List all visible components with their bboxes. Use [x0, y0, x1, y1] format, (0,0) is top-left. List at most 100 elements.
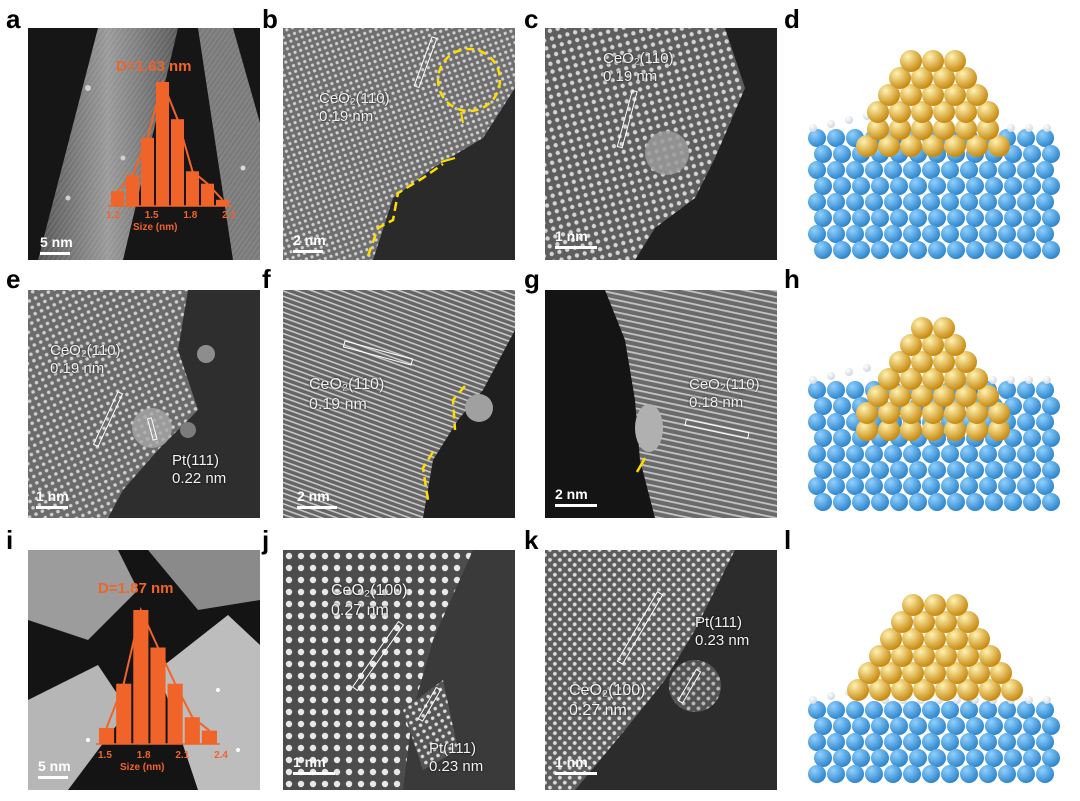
- pt-atom: [847, 679, 869, 701]
- pt-atom: [924, 594, 946, 616]
- ceo2-atom: [928, 493, 946, 511]
- panel-d-atomic-model: [803, 28, 1071, 260]
- ceo2-atom: [947, 749, 965, 767]
- pt-atom: [856, 402, 878, 424]
- ceo2-atom: [833, 241, 851, 259]
- panel-c-stem-image: CeO₂(110) 0.19 nm 1 nm: [545, 28, 777, 260]
- panel-a-histogram: [108, 78, 232, 207]
- panel-g-stem-image: CeO₂(110) 0.18 nm 2 nm: [545, 290, 777, 518]
- ceo2-atom: [1023, 177, 1041, 195]
- ceo2-atom: [979, 765, 997, 783]
- ceo2-atom: [833, 493, 851, 511]
- ceo2-atom: [814, 177, 832, 195]
- ceo2-atom: [827, 193, 845, 211]
- ceo2-atom: [1036, 733, 1054, 751]
- ceo2-atom: [814, 493, 832, 511]
- panel-i-scale-bar: [38, 776, 68, 779]
- ceo2-atom: [852, 461, 870, 479]
- ceo2-atom: [909, 461, 927, 479]
- histogram-bar: [184, 717, 200, 744]
- ceo2-atom: [846, 477, 864, 495]
- ceo2-atom: [871, 749, 889, 767]
- histogram-bar: [126, 175, 139, 206]
- pt-atom: [900, 402, 922, 424]
- pt-atom: [933, 67, 955, 89]
- panel-h-atomic-model: [803, 290, 1071, 518]
- pt-atom: [990, 662, 1012, 684]
- ceo2-atom: [865, 445, 883, 463]
- histogram-bar: [150, 647, 166, 744]
- ceo2-atom: [1023, 145, 1041, 163]
- panel-label-g: g: [524, 264, 540, 294]
- ceo2-atom: [871, 241, 889, 259]
- ceo2-atom: [909, 241, 927, 259]
- ceo2-atom: [846, 765, 864, 783]
- ceo2-atom: [960, 477, 978, 495]
- distribution-fit-line: [116, 78, 224, 201]
- ceo2-atom: [814, 429, 832, 447]
- panel-i-hist-xlabel: Size (nm): [120, 762, 165, 773]
- panel-a-hist-xlabel: Size (nm): [133, 222, 178, 233]
- pt-atom: [869, 645, 891, 667]
- pt-atom: [878, 402, 900, 424]
- ceo2-atom: [960, 765, 978, 783]
- ceo2-atom: [1004, 209, 1022, 227]
- pt-atom: [902, 628, 924, 650]
- histogram-bar: [156, 82, 169, 206]
- pt-atom: [880, 662, 902, 684]
- pt-atom: [878, 419, 900, 441]
- ceo2-atom: [922, 225, 940, 243]
- ceo2-atom: [1023, 241, 1041, 259]
- pt-atom: [867, 118, 889, 140]
- panel-label-i: i: [6, 525, 14, 555]
- pt-atom: [878, 135, 900, 157]
- panel-e-scale-bar: [36, 506, 68, 509]
- ceo2-atom: [808, 701, 826, 719]
- ceo2-atom: [884, 477, 902, 495]
- ceo2-atom: [865, 477, 883, 495]
- ceo2-atom: [1036, 225, 1054, 243]
- panel-i-stem-image: D=1.87 nm 1.5 1.8 2.1 2.4 Size (nm) 5 nm: [28, 550, 260, 790]
- oxygen-atom: [1043, 376, 1051, 384]
- ceo2-atom: [808, 445, 826, 463]
- ceo2-atom: [1023, 209, 1041, 227]
- pt-atom: [968, 628, 990, 650]
- pt-atom: [944, 50, 966, 72]
- oxygen-atom: [827, 120, 835, 128]
- pt-atom: [891, 645, 913, 667]
- ceo2-atom: [928, 461, 946, 479]
- pt-atom: [911, 118, 933, 140]
- ceo2-atom: [865, 765, 883, 783]
- panel-k-stem-image: Pt(111) 0.23 nm CeO₂(100) 0.27 nm 1 nm: [545, 550, 777, 790]
- ceo2-atom: [909, 717, 927, 735]
- pt-atom: [913, 645, 935, 667]
- ceo2-atom: [808, 193, 826, 211]
- pt-atom: [955, 101, 977, 123]
- tick-label: 2.4: [214, 750, 228, 761]
- panel-k-pt-lattice-label: Pt(111): [695, 614, 742, 631]
- pt-atom: [977, 101, 999, 123]
- ceo2-atom: [903, 477, 921, 495]
- ceo2-atom: [1023, 461, 1041, 479]
- ceo2-atom: [1017, 381, 1035, 399]
- oxygen-atom: [809, 376, 817, 384]
- pt-atom: [891, 611, 913, 633]
- ceo2-atom: [922, 701, 940, 719]
- histogram-bar: [167, 683, 183, 744]
- pt-atom: [880, 628, 902, 650]
- oxygen-atom: [1025, 696, 1033, 704]
- oxygen-atom: [827, 692, 835, 700]
- ceo2-atom: [903, 193, 921, 211]
- oxygen-atom: [953, 696, 961, 704]
- ceo2-atom: [960, 161, 978, 179]
- tick-label: 2.1: [222, 210, 236, 221]
- oxygen-atom: [809, 696, 817, 704]
- panel-k-pt-spacing-label: 0.23 nm: [695, 632, 750, 649]
- pt-atom: [891, 679, 913, 701]
- panel-b-scale-bar: [293, 250, 323, 253]
- ceo2-atom: [941, 225, 959, 243]
- ceo2-atom: [1004, 461, 1022, 479]
- ceo2-atom: [941, 477, 959, 495]
- ceo2-atom: [941, 193, 959, 211]
- ceo2-atom: [966, 177, 984, 195]
